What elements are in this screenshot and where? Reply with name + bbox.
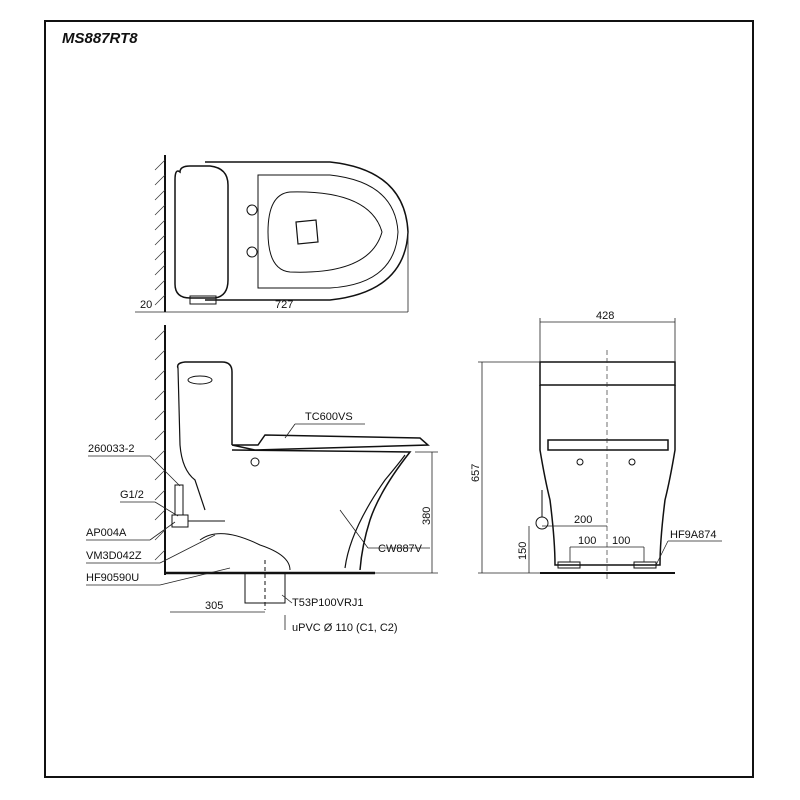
bolt-left-icon (576, 458, 584, 466)
bowl-outline-top (205, 161, 409, 301)
bowl-front-side (231, 449, 412, 571)
tank-outline-top (174, 165, 229, 299)
label-thread: G1/2 (120, 489, 144, 501)
seat-side (231, 434, 430, 451)
hinge-upper-icon (246, 204, 258, 216)
top-view: 20 727 (135, 155, 409, 313)
leader-seat (284, 423, 296, 439)
label-flange: HF90590U (86, 572, 139, 584)
drain-top (295, 219, 319, 245)
leader-outlet (281, 594, 293, 604)
model-title: MS887RT8 (62, 30, 138, 47)
leader-hose (159, 534, 216, 564)
dim-supply-height: 150 (517, 542, 529, 560)
leader-fixing (655, 540, 669, 566)
seat-outline-top (257, 174, 399, 289)
wall-hatch-side (154, 329, 166, 561)
label-outlet: T53P100VRJ1 (292, 597, 364, 609)
dim-bolt-right: 100 (612, 535, 630, 547)
front-view: 428 657 200 150 100 100 HF9A874 (470, 310, 722, 580)
bowl-front (539, 385, 676, 566)
side-view: 380 305 TC600VS 260033-2 G1/2 AP004A VM3… (86, 325, 438, 634)
label-fixing: HF9A874 (670, 529, 716, 541)
leader-thread (154, 501, 179, 517)
tank-side (176, 361, 233, 445)
tank-front (539, 361, 676, 386)
supply-pipe-side (174, 484, 184, 516)
drawing-sheet (44, 20, 754, 778)
label-hose: VM3D042Z (86, 550, 142, 562)
bowl-inner-curve (344, 454, 406, 569)
supply-valve-front-icon (535, 516, 549, 530)
dim-width: 428 (596, 310, 614, 322)
hinge-lower-icon (246, 246, 258, 258)
dim-bolt-left: 100 (578, 535, 596, 547)
dim-rough-in: 305 (205, 600, 223, 612)
valve-side (171, 514, 189, 528)
dim-length: 727 (275, 299, 293, 311)
label-seat: TC600VS (305, 411, 353, 423)
leader-260033 (149, 455, 181, 487)
label-part-260033: 260033-2 (88, 443, 135, 455)
dim-wall-gap: 20 (140, 299, 152, 311)
label-pipe: uPVC Ø 110 (C1, C2) (292, 622, 398, 634)
tank-foot-top (189, 295, 217, 305)
leader-valve (149, 521, 176, 541)
leader-flange (159, 567, 231, 586)
leader-bowl (339, 509, 369, 549)
hinge-bolt-side-icon (250, 457, 260, 467)
dim-supply-offset: 200 (574, 514, 592, 526)
tank-back-side (177, 367, 206, 511)
trap-side (199, 533, 291, 571)
label-bowl: CW887V (378, 543, 423, 555)
dim-rim-height: 380 (421, 507, 433, 525)
label-valve: AP004A (86, 527, 127, 539)
foot-left-front (557, 561, 581, 569)
flush-button-icon (187, 375, 213, 385)
inner-bowl-top (267, 191, 383, 273)
bolt-right-icon (628, 458, 636, 466)
dim-height: 657 (470, 464, 482, 482)
wall-hatch-top (154, 159, 166, 306)
seat-front (547, 439, 669, 451)
